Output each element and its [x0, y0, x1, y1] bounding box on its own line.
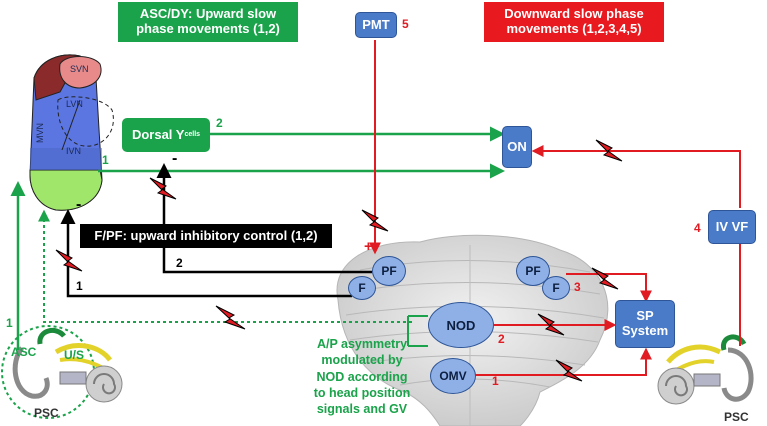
lightning-bolt-icon [55, 249, 83, 272]
green-left-number: 1 [6, 316, 13, 330]
ivn-label: IVN [66, 146, 82, 156]
pmt-node: PMT [355, 12, 397, 38]
green-mid-number: 1 [102, 153, 109, 167]
green-top-number: 2 [216, 116, 223, 130]
minus-left-sign: - [76, 196, 82, 213]
omv-node: OMV [430, 358, 476, 394]
psc-left-label: PSC [34, 406, 59, 420]
dorsal-y-label: Dorsal Y [131, 126, 185, 142]
lightning-bolt-icon [215, 305, 246, 330]
us-label: U/S [64, 348, 85, 362]
sp-system-node: SP System [615, 300, 675, 348]
nod-node: NOD [428, 302, 494, 348]
lightning-bolt-icon [591, 267, 619, 290]
black-upper-number: 2 [176, 256, 183, 270]
right-inner-ear-illustration [657, 334, 754, 405]
on-node: ON [502, 126, 532, 168]
red-nod-number: 2 [498, 332, 505, 346]
vestibular-nuclei-illustration [29, 54, 114, 211]
sp-label: SP [636, 308, 654, 324]
iv-vf-node: IV VF [708, 210, 756, 244]
lightning-bolt-icon [555, 359, 583, 382]
iv-vf-number: 4 [694, 221, 701, 235]
pf-left-node: PF [372, 256, 406, 286]
f-left-node: F [348, 276, 376, 300]
mvn-label: MVN [35, 123, 45, 143]
system-label: System [621, 323, 669, 338]
f-right-number: 3 [574, 280, 581, 294]
red-omv-number: 1 [492, 374, 499, 388]
lightning-bolt-icon [149, 177, 177, 200]
inhibitory-control-box: F/PF: upward inhibitory control (1,2) [80, 224, 332, 248]
dorsal-y-subscript: cells [184, 130, 201, 138]
asc-label: ASC [11, 345, 37, 359]
f-right-node: F [542, 276, 570, 300]
asc-dy-header: ASC/DY: Upward slow phase movements (1,2… [118, 2, 298, 42]
lightning-bolt-icon [361, 209, 389, 232]
pmt-number: 5 [402, 17, 409, 31]
lightning-bolt-icon [595, 139, 623, 162]
minus-dorsal-sign: - [172, 150, 178, 167]
black-lower-number: 1 [76, 279, 83, 293]
downward-header: Downward slow phase movements (1,2,3,4,5… [484, 2, 664, 42]
psc-right-label: PSC [724, 410, 749, 424]
lvn-label: LVN [66, 99, 83, 109]
ap-asymmetry-annotation: A/P asymmetry modulated by NOD according… [313, 337, 411, 416]
left-inner-ear-illustration [1, 325, 123, 419]
pf-right-node: PF [516, 256, 550, 286]
lightning-bolt-icon [537, 313, 565, 336]
plus-pf-sign: + [364, 238, 373, 255]
lightning-bolts [55, 139, 623, 382]
svn-label: SVN [70, 64, 89, 74]
